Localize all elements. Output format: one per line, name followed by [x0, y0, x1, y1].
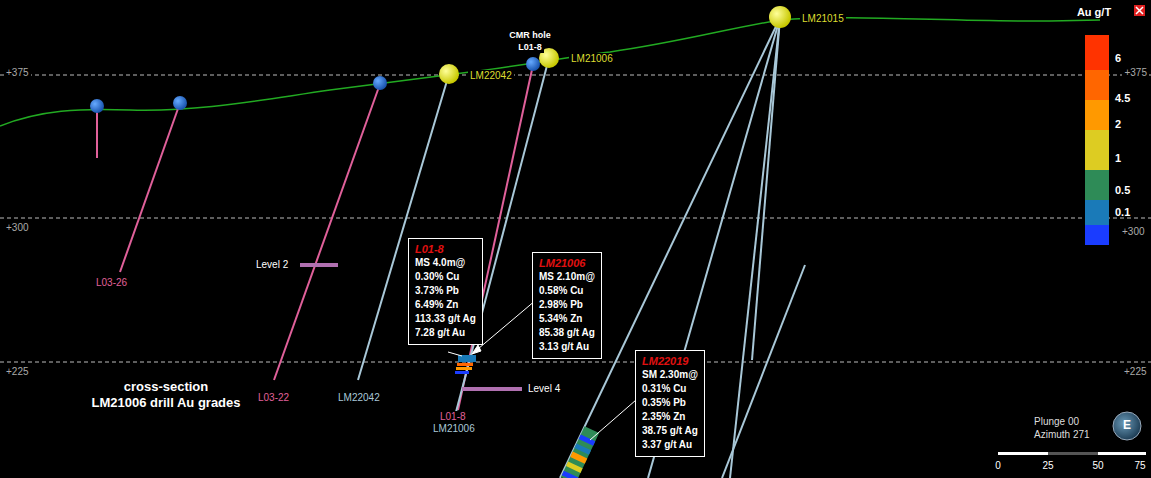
elevation-label: +300: [1120, 226, 1147, 237]
legend-label: 4.5: [1113, 92, 1132, 104]
assay-callout-box: L01-8MS 4.0m@0.30% Cu3.73% Pb6.49% Zn113…: [408, 238, 483, 345]
hole-label: L03-22: [256, 392, 291, 403]
view-label: Azimuth 271: [1032, 429, 1092, 440]
elevation-label: +225: [4, 366, 31, 377]
legend-label: 6: [1113, 52, 1123, 64]
elevation-label: +375: [4, 67, 31, 78]
level-label: Level 4: [526, 383, 562, 394]
elevation-label: +300: [4, 222, 31, 233]
legend-swatch: [1085, 130, 1109, 170]
scale-label: 75: [1132, 460, 1147, 471]
legend-title: Au g/T: [1075, 6, 1113, 18]
legend-swatch: [1085, 35, 1109, 70]
assay-line: 7.28 g/t Au: [415, 326, 476, 340]
assay-line: 0.58% Cu: [539, 284, 595, 298]
legend-swatch: [1085, 100, 1109, 130]
elevation-label: +375: [1122, 67, 1149, 78]
assay-line: 3.37 g/t Au: [642, 438, 698, 452]
legend-swatch: [1085, 200, 1109, 225]
legend-label: 0.1: [1113, 206, 1132, 218]
scale-label: 0: [993, 460, 1003, 471]
legend-label: 1: [1113, 152, 1123, 164]
assay-line: 85.38 g/t Ag: [539, 326, 595, 340]
close-icon: [1134, 5, 1145, 16]
hole-label: L03-26: [94, 277, 129, 288]
compass-icon: [1113, 412, 1141, 440]
legend-swatch: [1085, 170, 1109, 200]
assay-callout-box: LM22019SM 2.30m@0.31% Cu0.35% Pb2.35% Zn…: [635, 350, 705, 457]
compass-letter: E: [1121, 419, 1133, 432]
hole-id: L01-8: [415, 242, 476, 256]
topography-line: [0, 18, 1100, 126]
assay-line: MS 2.10m@: [539, 270, 595, 284]
assay-line: 3.73% Pb: [415, 284, 476, 298]
hole-label: L01-8: [516, 43, 544, 53]
assay-line: 0.30% Cu: [415, 270, 476, 284]
assay-line: 0.31% Cu: [642, 382, 698, 396]
assay-line: 2.98% Pb: [539, 298, 595, 312]
view-label: Plunge 00: [1032, 416, 1081, 427]
assay-line: 6.49% Zn: [415, 298, 476, 312]
legend-swatch: [1085, 225, 1109, 245]
scale-label: 25: [1040, 460, 1055, 471]
assay-line: SM 2.30m@: [642, 368, 698, 382]
assay-line: MS 4.0m@: [415, 256, 476, 270]
hole-id: LM21006: [539, 256, 595, 270]
legend-swatch: [1085, 70, 1109, 100]
assay-line: 0.35% Pb: [642, 396, 698, 410]
hole-label: LM21015: [800, 13, 846, 24]
hole-label: CMR hole: [507, 31, 553, 41]
level-label: Level 2: [254, 259, 290, 270]
assay-callout-box: LM21006MS 2.10m@0.58% Cu2.98% Pb5.34% Zn…: [532, 252, 602, 359]
hole-label: LM22042: [468, 70, 514, 81]
level-drift: [462, 387, 522, 391]
assay-line: 2.35% Zn: [642, 410, 698, 424]
assay-intercepts: [455, 355, 599, 478]
assay-line: 38.75 g/t Ag: [642, 424, 698, 438]
section-title: LM21006 drill Au grades: [89, 396, 242, 410]
assay-line: 3.13 g/t Au: [539, 340, 595, 354]
section-title: cross-section: [122, 380, 211, 394]
assay-line: 5.34% Zn: [539, 312, 595, 326]
level-drift: [300, 263, 338, 267]
elevation-line: [0, 75, 1151, 362]
close-icon: [1136, 7, 1143, 14]
assay-line: 113.33 g/t Ag: [415, 312, 476, 326]
collar-markers: [90, 6, 791, 113]
scale-bar: [998, 452, 1146, 455]
hole-label: LM21006: [431, 423, 477, 434]
hole-id: LM22019: [642, 354, 698, 368]
elevation-label: +225: [1122, 366, 1149, 377]
hole-label: LM21006: [569, 53, 615, 64]
legend-label: 2: [1113, 118, 1123, 130]
hole-label: L01-8: [438, 411, 468, 422]
legend-label: 0.5: [1113, 184, 1132, 196]
scale-label: 50: [1090, 460, 1105, 471]
hole-label: LM22042: [336, 392, 382, 403]
